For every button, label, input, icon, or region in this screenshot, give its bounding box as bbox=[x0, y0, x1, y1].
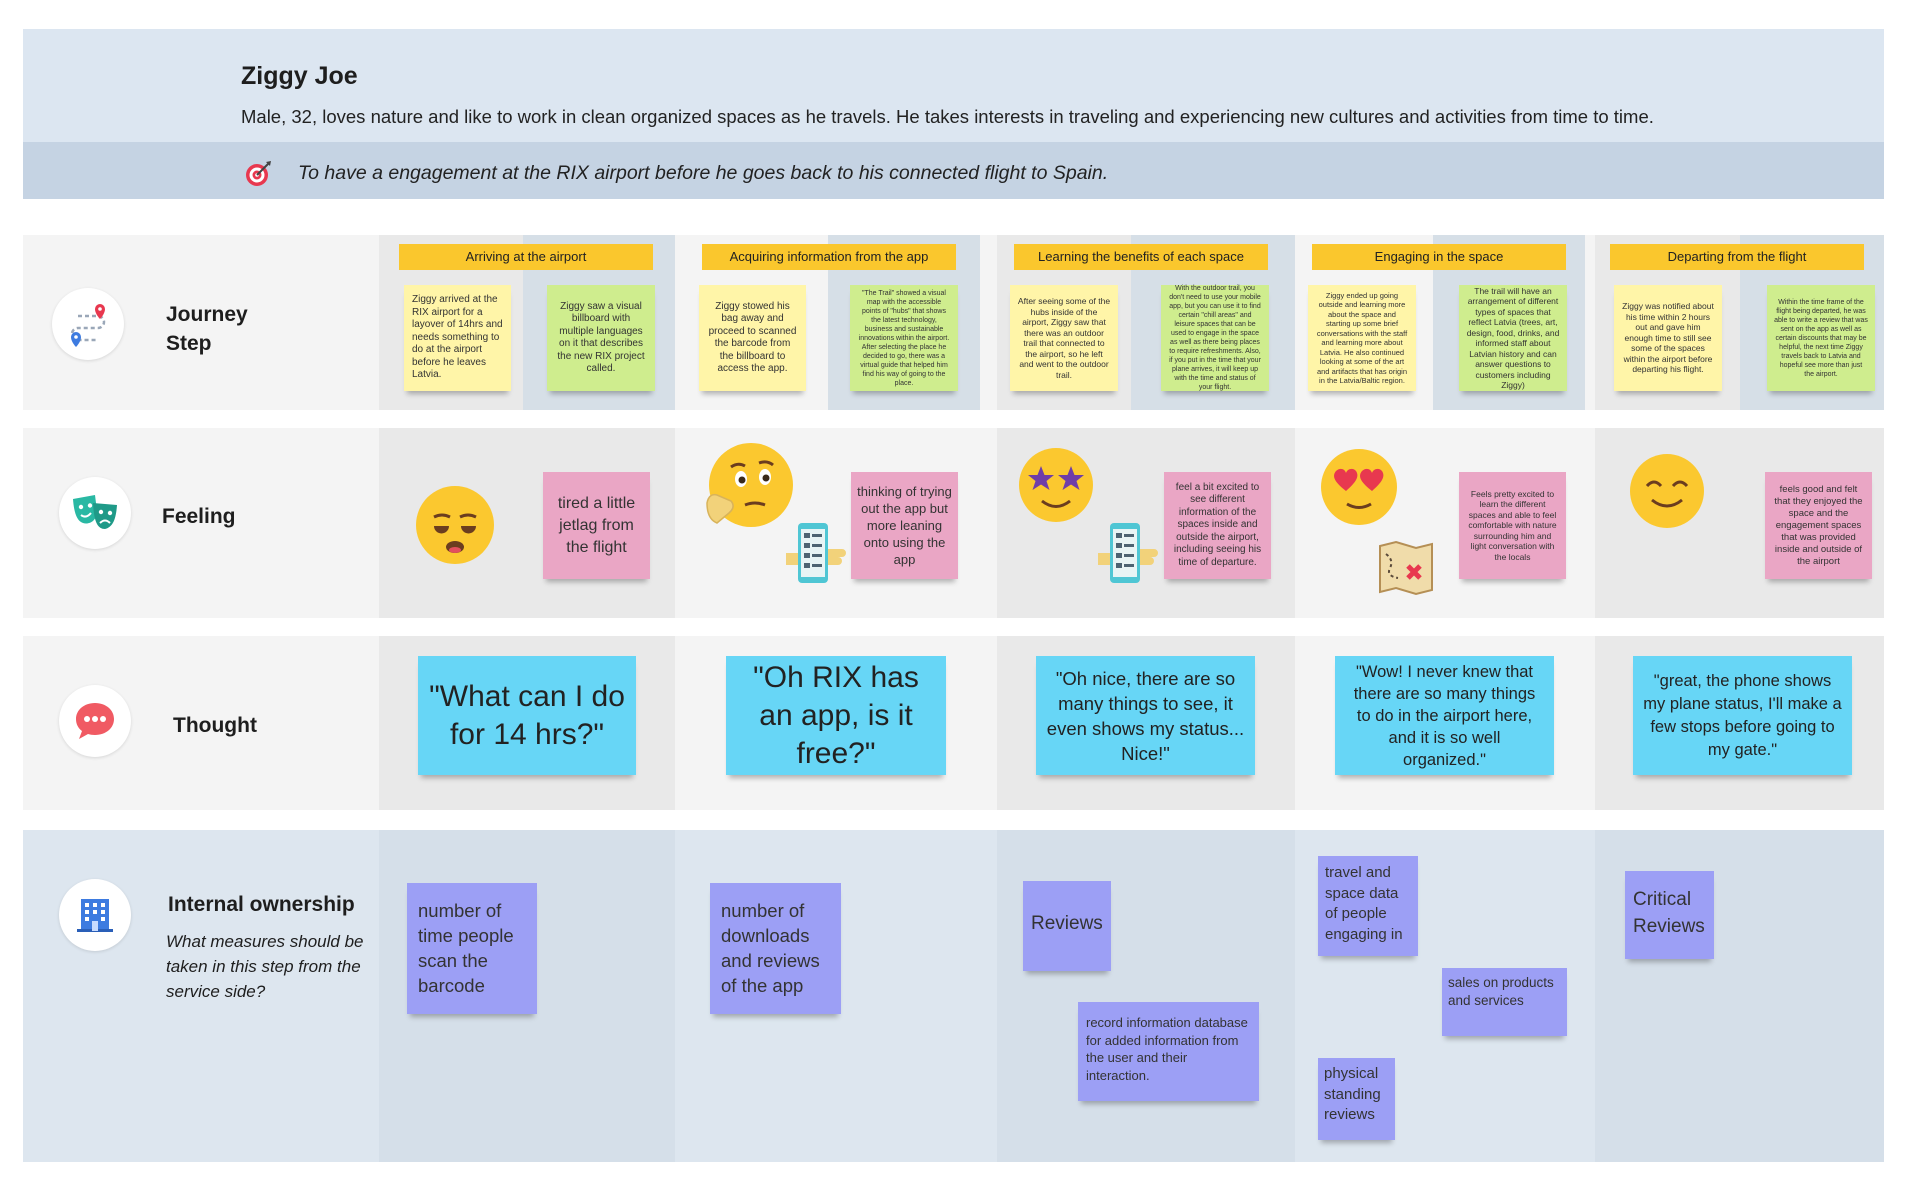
goal-bar bbox=[23, 142, 1884, 199]
persona-header bbox=[23, 29, 1884, 142]
treasure-map-icon bbox=[1379, 540, 1433, 596]
theater-masks-icon bbox=[73, 495, 117, 529]
ownership-note: physical standing reviews bbox=[1318, 1058, 1395, 1140]
journey-note: Ziggy stowed his bag away and proceed to… bbox=[699, 285, 806, 391]
stage-header: Arriving at the airport bbox=[399, 244, 653, 270]
phone-in-hand-icon bbox=[786, 523, 846, 583]
ownership-note: number of downloads and reviews of the a… bbox=[710, 883, 841, 1014]
thinking-face-emoji bbox=[706, 443, 793, 527]
feeling-note: tired a little jetlag from the flight bbox=[543, 472, 650, 579]
chat-bubble-icon bbox=[76, 703, 114, 739]
persona-goal: To have a engagement at the RIX airport … bbox=[298, 162, 1109, 184]
ownership-note: sales on products and services bbox=[1442, 968, 1567, 1036]
ownership-subtitle: What measures should be taken in this st… bbox=[166, 932, 364, 1001]
thought-note: "What can I do for 14 hrs?" bbox=[418, 656, 636, 775]
tired-face-emoji bbox=[416, 486, 494, 564]
stage-header: Engaging in the space bbox=[1312, 244, 1566, 270]
feeling-note: Feels pretty excited to learn the differ… bbox=[1459, 472, 1566, 579]
ownership-note: Critical Reviews bbox=[1625, 871, 1714, 959]
route-map-icon bbox=[70, 304, 106, 347]
feeling-note: feel a bit excited to see different info… bbox=[1164, 472, 1271, 579]
feeling-badge bbox=[59, 477, 131, 549]
ownership-row bbox=[23, 830, 1884, 1162]
ownership-badge bbox=[59, 879, 131, 951]
persona-name: Ziggy Joe bbox=[241, 62, 358, 90]
stage-header: Acquiring information from the app bbox=[702, 244, 956, 270]
ownership-note: number of time people scan the barcode bbox=[407, 883, 537, 1014]
journey-note: "The Trail" showed a visual map with the… bbox=[850, 285, 958, 391]
stage-header: Departing from the flight bbox=[1610, 244, 1864, 270]
ownership-label: Internal ownership bbox=[168, 893, 355, 916]
journey-note: After seeing some of the hubs inside of … bbox=[1010, 285, 1118, 391]
stage-header: Learning the benefits of each space bbox=[1014, 244, 1268, 270]
thought-note: "Oh RIX has an app, is it free?" bbox=[726, 656, 946, 775]
ownership-note: travel and space data of people engaging… bbox=[1318, 856, 1418, 956]
journey-note: Within the time frame of the flight bein… bbox=[1767, 285, 1875, 391]
persona-description: Male, 32, loves nature and like to work … bbox=[241, 106, 1654, 127]
feeling-note: thinking of trying out the app but more … bbox=[851, 472, 958, 579]
journey-note: Ziggy saw a visual billboard with multip… bbox=[547, 285, 655, 391]
smiling-face-emoji bbox=[1630, 454, 1704, 528]
feeling-label: Feeling bbox=[162, 505, 236, 528]
ownership-note: record information database for added in… bbox=[1078, 1002, 1259, 1101]
stage-column-bg bbox=[997, 830, 1295, 1162]
journey-note: With the outdoor trail, you don't need t… bbox=[1161, 285, 1269, 391]
thought-badge bbox=[59, 685, 131, 757]
target-icon bbox=[246, 161, 271, 186]
journey-note: Ziggy ended up going outside and learnin… bbox=[1308, 285, 1416, 391]
ownership-note: Reviews bbox=[1023, 881, 1111, 971]
journey-note: Ziggy arrived at the RIX airport for a l… bbox=[404, 285, 511, 391]
thought-row bbox=[23, 636, 1884, 810]
thought-note: "Oh nice, there are so many things to se… bbox=[1036, 656, 1255, 775]
journey-step-badge bbox=[52, 288, 124, 360]
feeling-note: feels good and felt that they enjoyed th… bbox=[1765, 472, 1872, 579]
thought-note: "great, the phone shows my plane status,… bbox=[1633, 656, 1852, 775]
heart-eyes-emoji bbox=[1321, 449, 1397, 525]
phone-in-hand-icon bbox=[1098, 523, 1158, 583]
thought-label: Thought bbox=[173, 714, 257, 737]
journey-note: The trail will have an arrangement of di… bbox=[1459, 285, 1567, 391]
journey-step-label: Journey Step bbox=[166, 303, 248, 355]
star-struck-emoji bbox=[1019, 448, 1093, 522]
thought-note: "Wow! I never knew that there are so man… bbox=[1335, 656, 1554, 775]
building-icon bbox=[77, 899, 113, 932]
journey-note: Ziggy was notified about his time within… bbox=[1614, 285, 1722, 391]
